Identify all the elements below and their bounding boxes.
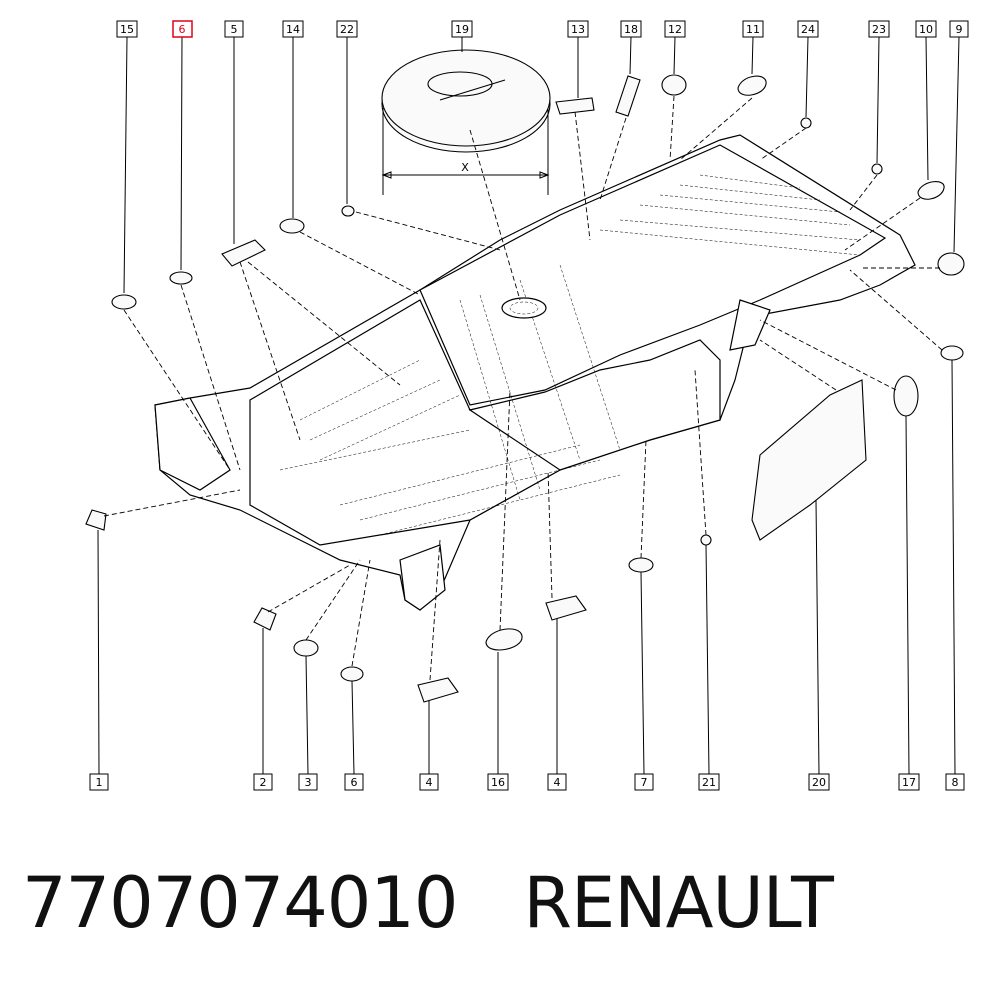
svg-text:16: 16 bbox=[491, 776, 505, 789]
callouts-bottom: 1 2 3 6 4 16 4 7 21 20 17 8 bbox=[89, 773, 965, 791]
svg-text:5: 5 bbox=[231, 23, 238, 36]
plug-8 bbox=[940, 345, 964, 361]
plug-16 bbox=[485, 628, 523, 651]
plug-15 bbox=[111, 294, 137, 310]
footer: 7707074010 RENAULT bbox=[22, 858, 982, 948]
grommet-17 bbox=[893, 375, 919, 417]
grommet-18 bbox=[615, 75, 641, 117]
callout-13: 13 bbox=[567, 20, 589, 38]
part-number: 7707074010 bbox=[22, 862, 458, 944]
callout-4-left: 4 bbox=[419, 773, 439, 791]
callout-4-right: 4 bbox=[547, 773, 567, 791]
svg-text:20: 20 bbox=[812, 776, 826, 789]
callout-5: 5 bbox=[224, 20, 244, 38]
callout-12: 12 bbox=[664, 20, 686, 38]
svg-text:11: 11 bbox=[746, 23, 760, 36]
clip-24 bbox=[800, 117, 812, 129]
callout-24: 24 bbox=[797, 20, 819, 38]
callout-14: 14 bbox=[282, 20, 304, 38]
plug-2 bbox=[253, 607, 277, 631]
plug-3 bbox=[293, 639, 319, 657]
floor-pan bbox=[154, 134, 916, 611]
plug-14 bbox=[279, 218, 305, 234]
svg-text:24: 24 bbox=[801, 23, 815, 36]
dimension-label: X bbox=[461, 161, 469, 174]
callout-6: 6 bbox=[344, 773, 364, 791]
svg-text:23: 23 bbox=[872, 23, 886, 36]
callout-3: 3 bbox=[298, 773, 318, 791]
svg-text:10: 10 bbox=[919, 23, 933, 36]
svg-text:18: 18 bbox=[624, 23, 638, 36]
callout-21: 21 bbox=[698, 773, 720, 791]
svg-text:6: 6 bbox=[179, 23, 186, 36]
grommet-4-left bbox=[417, 677, 459, 703]
svg-text:14: 14 bbox=[286, 23, 300, 36]
callout-11: 11 bbox=[742, 20, 764, 38]
panel-20 bbox=[751, 379, 867, 541]
callout-6-highlighted: 6 bbox=[172, 20, 193, 38]
brand-name: RENAULT bbox=[523, 862, 833, 944]
plug-7 bbox=[628, 557, 654, 573]
callout-7: 7 bbox=[634, 773, 654, 791]
parts-diagram: 15 6 5 14 22 19 13 18 12 11 24 23 10 9 1… bbox=[85, 20, 969, 791]
callout-2: 2 bbox=[253, 773, 273, 791]
part-icons bbox=[85, 49, 965, 703]
grommet-13 bbox=[555, 97, 595, 115]
callout-23: 23 bbox=[868, 20, 890, 38]
callout-10: 10 bbox=[915, 20, 937, 38]
svg-text:21: 21 bbox=[702, 776, 716, 789]
callout-22: 22 bbox=[336, 20, 358, 38]
callouts-top: 15 6 5 14 22 19 13 18 12 11 24 23 10 9 bbox=[116, 20, 969, 38]
callout-20: 20 bbox=[808, 773, 830, 791]
callout-19: 19 bbox=[451, 20, 473, 38]
callout-15: 15 bbox=[116, 20, 138, 38]
callout-16: 16 bbox=[487, 773, 509, 791]
plug-6-bottom bbox=[340, 666, 364, 682]
svg-text:1: 1 bbox=[96, 776, 103, 789]
svg-text:7: 7 bbox=[641, 776, 648, 789]
clip-21 bbox=[700, 534, 712, 546]
spare-wheel-cover bbox=[381, 49, 551, 195]
svg-text:9: 9 bbox=[956, 23, 963, 36]
clip-23 bbox=[871, 163, 883, 175]
svg-text:3: 3 bbox=[305, 776, 312, 789]
plug-22 bbox=[341, 205, 355, 217]
plug-9 bbox=[937, 252, 965, 276]
svg-text:13: 13 bbox=[571, 23, 585, 36]
callout-18: 18 bbox=[620, 20, 642, 38]
grommet-5 bbox=[221, 239, 266, 267]
svg-text:4: 4 bbox=[426, 776, 433, 789]
svg-text:17: 17 bbox=[902, 776, 916, 789]
callout-9: 9 bbox=[949, 20, 969, 38]
plug-6-top bbox=[169, 271, 193, 285]
svg-text:22: 22 bbox=[340, 23, 354, 36]
svg-text:8: 8 bbox=[952, 776, 959, 789]
assembly-lines bbox=[103, 95, 943, 681]
plug-10 bbox=[917, 181, 945, 200]
svg-text:19: 19 bbox=[455, 23, 469, 36]
svg-text:2: 2 bbox=[260, 776, 267, 789]
svg-text:6: 6 bbox=[351, 776, 358, 789]
callout-17: 17 bbox=[898, 773, 920, 791]
plug-12 bbox=[661, 74, 687, 96]
svg-text:15: 15 bbox=[120, 23, 134, 36]
plug-1 bbox=[85, 509, 107, 531]
leader-lines bbox=[97, 36, 960, 775]
svg-text:12: 12 bbox=[668, 23, 682, 36]
svg-text:4: 4 bbox=[554, 776, 561, 789]
grommet-4-right bbox=[545, 595, 587, 621]
callout-8: 8 bbox=[945, 773, 965, 791]
plug-11 bbox=[737, 75, 767, 96]
callout-1: 1 bbox=[89, 773, 109, 791]
